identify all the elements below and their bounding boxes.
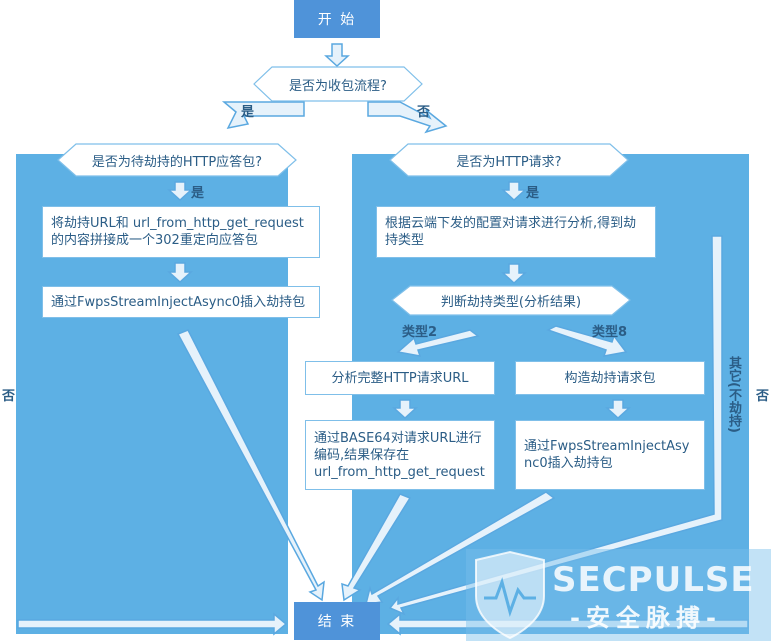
decision-response: 是否为待劫持的HTTP应答包? [91, 154, 263, 170]
label-no-right: 否 [756, 389, 770, 404]
decision-receive: 是否为收包流程? [289, 78, 387, 94]
arrow-judge-type2 [396, 329, 480, 357]
process-build-302: 将劫持URL和 url_from_http_get_request的内容拼接成一… [42, 206, 320, 258]
arrow-left-inject-to-end [176, 329, 325, 602]
watermark-title: SECPULSE [552, 560, 755, 600]
label-yes-request: 是 [526, 186, 540, 201]
arrow-receive-no [367, 101, 448, 134]
arrow-right-no [386, 612, 749, 636]
label-type8: 类型8 [592, 325, 628, 340]
end-node: 结 束 [294, 602, 380, 640]
arrow-302-to-inject [167, 262, 193, 284]
decision-request-shape [389, 143, 629, 177]
label-other-no-hijack: 其它(不劫持) [726, 356, 741, 433]
label-type2: 类型2 [402, 325, 438, 340]
arrow-other-no-hijack [388, 235, 723, 616]
start-node: 开 始 [294, 0, 380, 38]
arrow-request-yes [501, 181, 527, 202]
process-encode-base64: 通过BASE64对请求URL进行编码,结果保存在url_from_http_ge… [305, 420, 495, 490]
process-analyze-config: 根据云端下发的配置对请求进行分析,得到劫持类型 [376, 206, 656, 258]
process-inject-right: 通过FwpsStreamInjectAsync0插入劫持包 [515, 420, 705, 490]
label-no-receive: 否 [417, 105, 431, 120]
arrow-url-to-base64 [392, 399, 418, 420]
label-yes-response: 是 [191, 186, 205, 201]
process-build-request: 构造劫持请求包 [515, 361, 705, 395]
decision-judge: 判断劫持类型(分析结果) [440, 295, 582, 310]
watermark-subtitle: -安全脉搏- [570, 604, 722, 632]
decision-judge-shape [391, 285, 631, 316]
decision-receive-shape [253, 66, 423, 102]
arrow-base64-to-end [341, 493, 412, 602]
label-no-left: 否 [2, 389, 16, 404]
arrow-build-to-inject [605, 399, 631, 420]
arrow-analyze-to-judge [501, 263, 527, 285]
arrow-left-no [17, 612, 288, 636]
process-inject-left: 通过FwpsStreamInjectAsync0插入劫持包 [42, 286, 320, 318]
arrow-judge-type8 [546, 325, 628, 357]
decision-response-shape [57, 143, 297, 177]
label-yes-receive: 是 [241, 105, 255, 120]
arrow-response-yes [167, 181, 193, 202]
arrow-start-to-receive [324, 43, 350, 68]
decision-request: 是否为HTTP请求? [456, 154, 562, 170]
process-analyze-url: 分析完整HTTP请求URL [305, 361, 495, 395]
arrow-receive-yes [221, 101, 305, 130]
